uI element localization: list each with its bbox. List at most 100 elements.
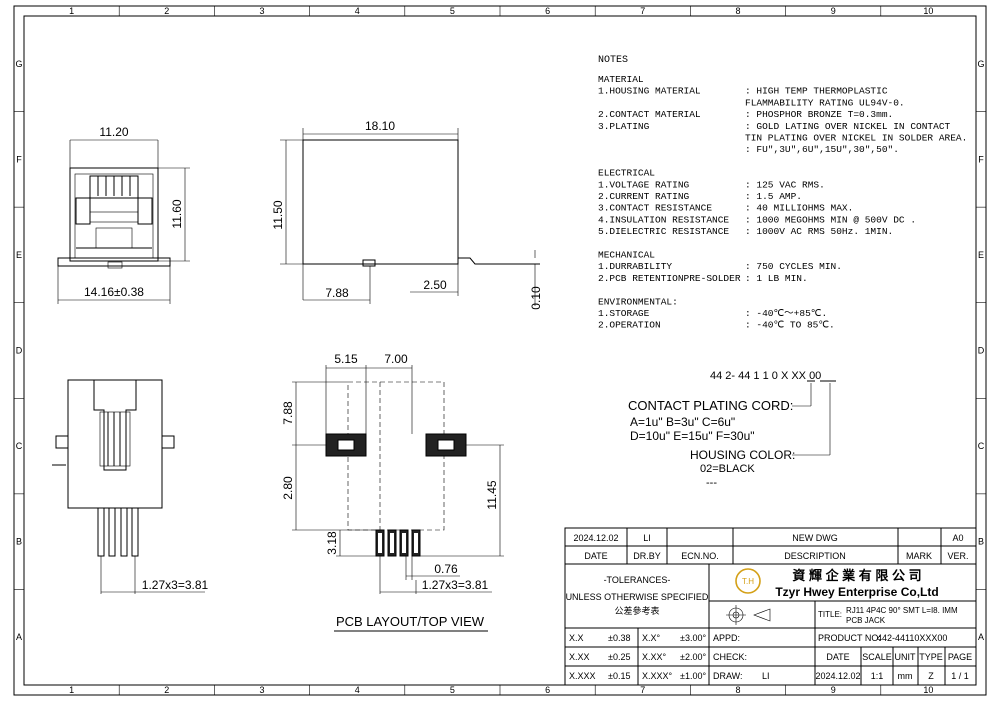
svg-text:T.H: T.H — [742, 577, 754, 586]
frame-col-label: 1 — [69, 6, 74, 16]
plating-line1: A=1u" B=3u" C=6u" — [630, 415, 735, 429]
tolerance-cell: X.XX° — [642, 652, 667, 662]
h-date: DATE — [584, 551, 607, 561]
notes-line-value: : 750 CYCLES MIN. — [745, 261, 842, 272]
frame-col-label: 7 — [640, 685, 645, 695]
h-mark: MARK — [906, 551, 932, 561]
notes-line-label: 2.CONTACT MATERIAL — [598, 109, 701, 120]
dim-front-width: 11.20 — [99, 125, 128, 139]
notes-title: NOTES — [598, 55, 628, 66]
dim-pcb-pitch: 1.27x3=3.81 — [422, 578, 489, 592]
tol-cn: 公差參考表 — [614, 605, 659, 616]
notes-line-value: : 1000V AC RMS 50Hz. 1MIN. — [745, 226, 893, 237]
type: Z — [928, 671, 934, 681]
notes-line-value: : 1000 MEGOHMS MIN @ 500V DC . — [745, 214, 916, 225]
housing-title: HOUSING COLOR: — [690, 448, 795, 462]
h-ecn: ECN.NO. — [681, 551, 719, 561]
title-block: 2024.12.02 LI NEW DWG A0 DATE DR.BY ECN.… — [564, 527, 977, 686]
check-label: CHECK: — [713, 652, 747, 662]
notes-line-value: : PHOSPHOR BRONZE T=0.3mm. — [745, 109, 893, 120]
notes-line-label: ELECTRICAL — [598, 168, 655, 179]
draw-label: DRAW: — [713, 671, 743, 681]
rev-ver: A0 — [952, 533, 963, 543]
dim-pcb-w1: 5.15 — [334, 352, 358, 366]
h-date2: DATE — [826, 652, 849, 662]
dim-front-height: 11.60 — [170, 199, 184, 228]
dim-side-offset: 7.88 — [325, 286, 349, 300]
notes-line-label: MATERIAL — [598, 74, 644, 85]
notes-line-value: : HIGH TEMP THERMOPLASTIC — [745, 86, 888, 97]
notes-line-label: ENVIRONMENTAL: — [598, 296, 678, 307]
notes-line-value: : GOLD LATING OVER NICKEL IN CONTACT — [745, 121, 951, 132]
frame-col-label: 2 — [164, 685, 169, 695]
dim-pcb-w2: 7.00 — [384, 352, 408, 366]
frame-col-label: 9 — [831, 6, 836, 16]
notes-line-value: : -40℃～+85℃. — [745, 308, 827, 319]
h-desc: DESCRIPTION — [784, 551, 846, 561]
frame-col-label: 4 — [355, 6, 360, 16]
appd-label: APPD: — [713, 633, 740, 643]
notes-line-value: : 40 MILLIOHMS MAX. — [745, 203, 853, 214]
frame-row-label: E — [978, 250, 984, 260]
housing-line2: --- — [706, 477, 717, 489]
pcb-layout-view: 5.15 7.00 7.88 2.80 11.45 3.18 0.76 1.27… — [281, 352, 504, 632]
frame-row-label: C — [16, 441, 23, 451]
dim-side-height: 11.50 — [271, 200, 285, 229]
page: 1 / 1 — [951, 671, 969, 681]
dim-pcb-h1: 7.88 — [281, 401, 295, 425]
frame-zone-ticks — [14, 6, 986, 695]
pcb-caption: PCB LAYOUT/TOP VIEW — [336, 614, 485, 629]
dim-side-length: 18.10 — [365, 119, 395, 133]
dim-bottom-pitch: 1.27x3=3.81 — [142, 578, 209, 592]
h-type: TYPE — [919, 652, 943, 662]
frame-col-label: 6 — [545, 6, 550, 16]
frame-row-label: C — [978, 441, 985, 451]
rev-by: LI — [643, 533, 651, 543]
frame-col-label: 8 — [735, 6, 740, 16]
draw-by: LI — [762, 671, 770, 681]
tolerance-cell: X.XX — [569, 652, 590, 662]
notes-line-label: 2.OPERATION — [598, 320, 661, 331]
frame-col-label: 10 — [923, 6, 933, 16]
dim-pcb-h2: 2.80 — [281, 476, 295, 500]
frame-col-label: 9 — [831, 685, 836, 695]
frame-row-label: D — [16, 346, 23, 356]
plating-line2: D=10u" E=15u" F=30u" — [630, 429, 755, 443]
frame-row-label: B — [16, 537, 22, 547]
frame-col-label: 8 — [735, 685, 740, 695]
frame-row-label: A — [16, 632, 22, 642]
h-page: PAGE — [948, 652, 972, 662]
tolerance-cell: ±0.38 — [608, 633, 630, 643]
side-view: 18.10 11.50 7.88 2.50 0.10 — [271, 119, 543, 310]
frame-row-label: B — [978, 537, 984, 547]
notes-line-label: 5.DIELECTRIC RESISTANCE — [598, 226, 729, 237]
frame-row-label: D — [978, 346, 985, 356]
tolerance-cell: X.XXX° — [642, 671, 673, 681]
notes-line-value: FLAMMABILITY RATING UL94V-0. — [745, 97, 905, 108]
tolerance-cell: ±3.00° — [680, 633, 706, 643]
h-drby: DR.BY — [633, 551, 661, 561]
frame-row-label: F — [978, 154, 984, 164]
frame-col-label: 5 — [450, 6, 455, 16]
notes-line-label: 4.INSULATION RESISTANCE — [598, 214, 729, 225]
rev-date: 2024.12.02 — [573, 533, 618, 543]
dim-pcb-padw: 0.76 — [434, 562, 458, 576]
unit: mm — [898, 671, 913, 681]
frame-col-label: 4 — [355, 685, 360, 695]
tolerance-cell: X.X° — [642, 633, 661, 643]
notes-line-value: TIN PLATING OVER NICKEL IN SOLDER AREA. — [745, 133, 967, 144]
frame-col-label: 5 — [450, 685, 455, 695]
tolerance-cell: X.XXX — [569, 671, 596, 681]
notes-line-label: 1.HOUSING MATERIAL — [598, 86, 701, 97]
company-name-cn: 資 輝 企 業 有 限 公 司 — [792, 568, 921, 583]
notes-line-value: : 125 VAC RMS. — [745, 179, 825, 190]
product-no-label: PRODUCT NO: — [818, 633, 881, 643]
title-line1: RJ11 4P4C 90° SMT L=I8. IMM — [846, 606, 958, 615]
tolerance-cell: ±0.25 — [608, 652, 630, 662]
tolerance-cell: ±2.00° — [680, 652, 706, 662]
frame-col-label: 10 — [923, 685, 933, 695]
rev-desc: NEW DWG — [792, 533, 838, 543]
tolerance-cell: X.X — [569, 633, 584, 643]
